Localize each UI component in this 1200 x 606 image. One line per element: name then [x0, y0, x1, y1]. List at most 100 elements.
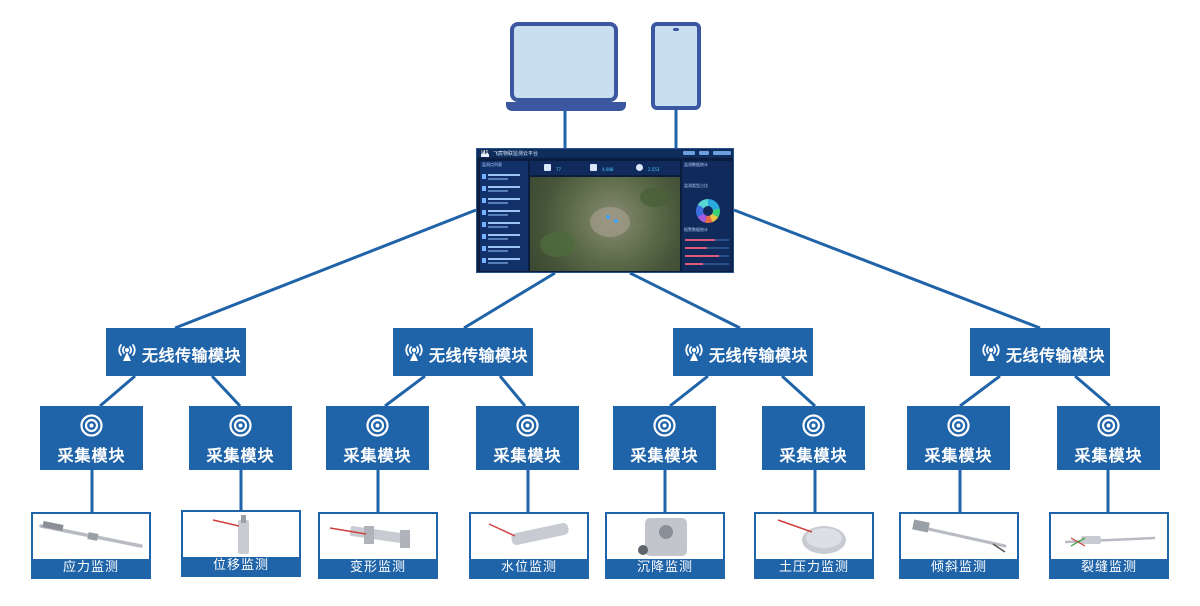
list-item: [482, 197, 526, 205]
tablet-device: [651, 22, 701, 110]
sensor-card-deformation: 变形监测: [318, 512, 438, 579]
link-platform-wireless-4: [733, 208, 1041, 330]
wireless-module-2: 无线传输模块: [393, 328, 533, 376]
wireless-module-label: 无线传输模块: [1006, 346, 1106, 365]
collection-module-label: 采集模块: [779, 446, 848, 465]
monitoring-platform-dashboard: FM 飞宸物联监测云平台 监测点列表 77 4,088 2,553 监测数据统计…: [476, 148, 734, 273]
signal-icon: [229, 414, 252, 437]
list-item: [482, 221, 526, 229]
collection-module-3: 采集模块: [326, 406, 429, 470]
sensor-card-earth-pressure: 土压力监测: [754, 512, 874, 579]
alarm-bar: [685, 247, 729, 249]
platform-logo: FM: [481, 150, 490, 157]
earth-pressure-cell: [777, 519, 846, 554]
collection-module-6: 采集模块: [762, 406, 865, 470]
stress-gauge-sensor: [39, 521, 143, 548]
link-wireless-1-collect-1: [99, 374, 136, 408]
link-platform-wireless-2: [463, 271, 556, 330]
sensor-label: 土压力监测: [756, 559, 872, 577]
signal-icon: [653, 414, 676, 437]
dashboard-header: FM 飞宸物联监测云平台: [477, 149, 733, 158]
header-button-1: [683, 151, 695, 155]
collection-module-label: 采集模块: [1074, 446, 1143, 465]
list-item: [482, 185, 526, 193]
wireless-module-1: 无线传输模块: [106, 328, 246, 376]
right-panel-title-1: 监测数据统计: [684, 162, 708, 167]
link-wireless-2-collect-3: [384, 374, 426, 408]
collection-module-label: 采集模块: [343, 446, 412, 465]
list-item: [482, 245, 526, 253]
list-item: [482, 173, 526, 181]
displacement-sensor: [212, 515, 249, 554]
satellite-map: [530, 177, 680, 271]
stat-icon: [590, 164, 597, 171]
sensor-card-displacement: 位移监测: [181, 510, 301, 577]
header-button-2: [699, 151, 709, 155]
collection-module-7: 采集模块: [907, 406, 1010, 470]
link-wireless-3-collect-5: [669, 374, 709, 408]
signal-icon: [80, 414, 103, 437]
right-panel-title-2: 监测类型占比: [684, 183, 708, 188]
sensor-label: 位移监测: [183, 557, 299, 575]
signal-icon: [516, 414, 539, 437]
link-wireless-1-collect-2: [210, 374, 242, 408]
map-urban-area: [590, 207, 630, 237]
laptop-base: [506, 102, 626, 111]
collection-module-label: 采集模块: [630, 446, 699, 465]
collection-module-5: 采集模块: [613, 406, 716, 470]
wireless-module-4: 无线传输模块: [970, 328, 1110, 376]
wireless-module-label: 无线传输模块: [709, 346, 809, 365]
sensor-label: 裂缝监测: [1051, 559, 1167, 577]
wireless-antenna-icon: [118, 344, 136, 361]
settlement-sensor: [638, 518, 687, 556]
signal-icon: [947, 414, 970, 437]
type-ratio-donut-chart: [696, 199, 720, 223]
deformation-sensor: [329, 526, 411, 548]
water-level-sensor: [488, 523, 569, 545]
sensor-card-crack: 裂缝监测: [1049, 512, 1169, 579]
collection-module-label: 采集模块: [57, 446, 126, 465]
alarm-bar: [685, 239, 729, 241]
stat-icon: [544, 164, 551, 171]
signal-icon: [366, 414, 389, 437]
map-marker: [614, 219, 618, 223]
sensor-label: 水位监测: [471, 559, 587, 577]
dashboard-right-panel: 监测数据统计 监测类型占比 报警数据统计: [682, 161, 732, 271]
stat-value-3: 2,553: [648, 167, 660, 172]
alarm-bar: [685, 255, 729, 257]
wireless-antenna-icon: [982, 344, 1000, 361]
dashboard-stats-bar: 77 4,088 2,553: [530, 161, 680, 175]
wireless-module-3: 无线传输模块: [673, 328, 813, 376]
map-terrain: [540, 232, 575, 257]
stat-value-2: 4,088: [602, 167, 614, 172]
list-item: [482, 257, 526, 265]
sensor-card-inclination: 倾斜监测: [899, 512, 1019, 579]
crack-meter-sensor: [1064, 536, 1156, 547]
dashboard-left-panel: 监测点列表: [480, 161, 528, 271]
signal-icon: [802, 414, 825, 437]
list-item: [482, 233, 526, 241]
stat-icon: [636, 164, 643, 171]
link-platform-wireless-3: [629, 271, 741, 330]
sensor-card-stress: 应力监测: [31, 512, 151, 579]
sensor-label: 应力监测: [33, 559, 149, 577]
platform-title: 飞宸物联监测云平台: [493, 151, 539, 157]
wireless-module-label: 无线传输模块: [429, 346, 529, 365]
collection-module-label: 采集模块: [493, 446, 562, 465]
collection-module-2: 采集模块: [189, 406, 292, 470]
collection-module-4: 采集模块: [476, 406, 579, 470]
link-wireless-2-collect-4: [498, 375, 527, 407]
link-platform-wireless-1: [174, 208, 477, 330]
collection-module-1: 采集模块: [40, 406, 143, 470]
collection-module-label: 采集模块: [924, 446, 993, 465]
collection-module-8: 采集模块: [1057, 406, 1160, 470]
wireless-module-label: 无线传输模块: [142, 346, 242, 365]
sensor-card-water-level: 水位监测: [469, 512, 589, 579]
map-marker: [606, 215, 610, 219]
left-panel-title: 监测点列表: [482, 162, 502, 167]
inclinometer-sensor: [912, 519, 1007, 553]
header-button-3: [713, 151, 731, 155]
link-wireless-3-collect-6: [780, 374, 817, 408]
sensor-label: 沉降监测: [607, 559, 723, 577]
